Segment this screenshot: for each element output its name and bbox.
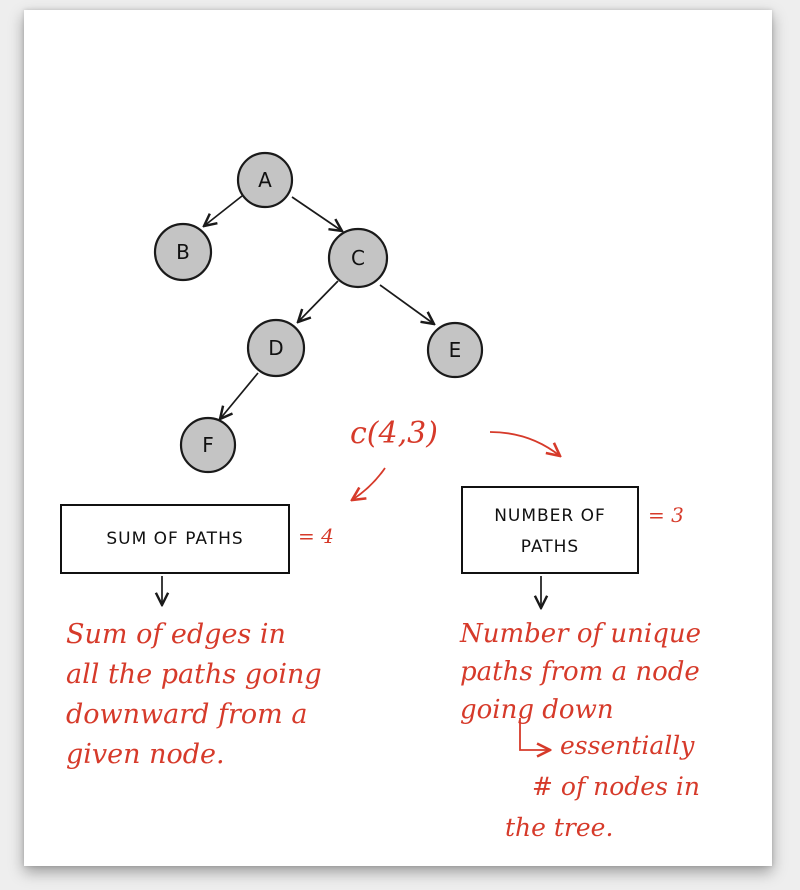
- note-line-1: essentially: [560, 731, 695, 760]
- call-annotation: c(4,3): [350, 416, 438, 451]
- count-note: essentially # of nodes in the tree.: [505, 731, 700, 842]
- node-e: E: [426, 321, 484, 379]
- number-of-paths-value: = 3: [648, 503, 684, 527]
- number-of-paths-box: NUMBER OF PATHS: [461, 486, 639, 574]
- node-c: C: [327, 227, 389, 289]
- node-c-label: C: [351, 246, 365, 270]
- sum-desc-line-2: all the paths going: [66, 659, 322, 690]
- node-f-label: F: [202, 433, 214, 457]
- edge-d-f: [220, 372, 259, 419]
- edge-a-c: [291, 196, 342, 231]
- note-line-3: the tree.: [505, 813, 613, 842]
- edge-c-d: [298, 280, 339, 322]
- node-a: A: [236, 151, 294, 209]
- sum-of-paths-box: SUM OF PATHS: [60, 504, 290, 574]
- node-b: B: [153, 222, 213, 282]
- node-d: D: [246, 318, 306, 378]
- node-b-label: B: [176, 240, 190, 264]
- sum-of-paths-value: = 4: [298, 524, 334, 548]
- node-a-label: A: [258, 168, 272, 192]
- note-hook-arrow: [519, 718, 550, 750]
- sum-desc-line-1: Sum of edges in: [66, 619, 286, 650]
- number-of-paths-title-2: PATHS: [521, 537, 579, 557]
- edge-c-e: [379, 284, 434, 324]
- count-desc-line-2: paths from a node: [460, 657, 700, 687]
- sum-of-paths-title: SUM OF PATHS: [106, 529, 243, 549]
- sum-desc-line-4: given node.: [66, 739, 225, 770]
- node-f: F: [179, 416, 237, 474]
- arrow-to-count: [489, 431, 560, 456]
- count-desc-line-1: Number of unique: [459, 619, 701, 649]
- count-description: Number of unique paths from a node going…: [459, 619, 701, 725]
- sum-description: Sum of edges in all the paths going down…: [66, 619, 322, 770]
- node-e-label: E: [449, 338, 462, 362]
- page-card: [24, 10, 772, 866]
- arrow-to-sum: [352, 467, 386, 500]
- count-desc-line-3: going down: [460, 695, 614, 725]
- node-d-label: D: [268, 336, 283, 360]
- note-line-2: # of nodes in: [532, 772, 700, 801]
- sum-desc-line-3: downward from a: [66, 699, 307, 730]
- number-of-paths-title-1: NUMBER OF: [494, 506, 606, 526]
- edge-a-b: [204, 195, 243, 226]
